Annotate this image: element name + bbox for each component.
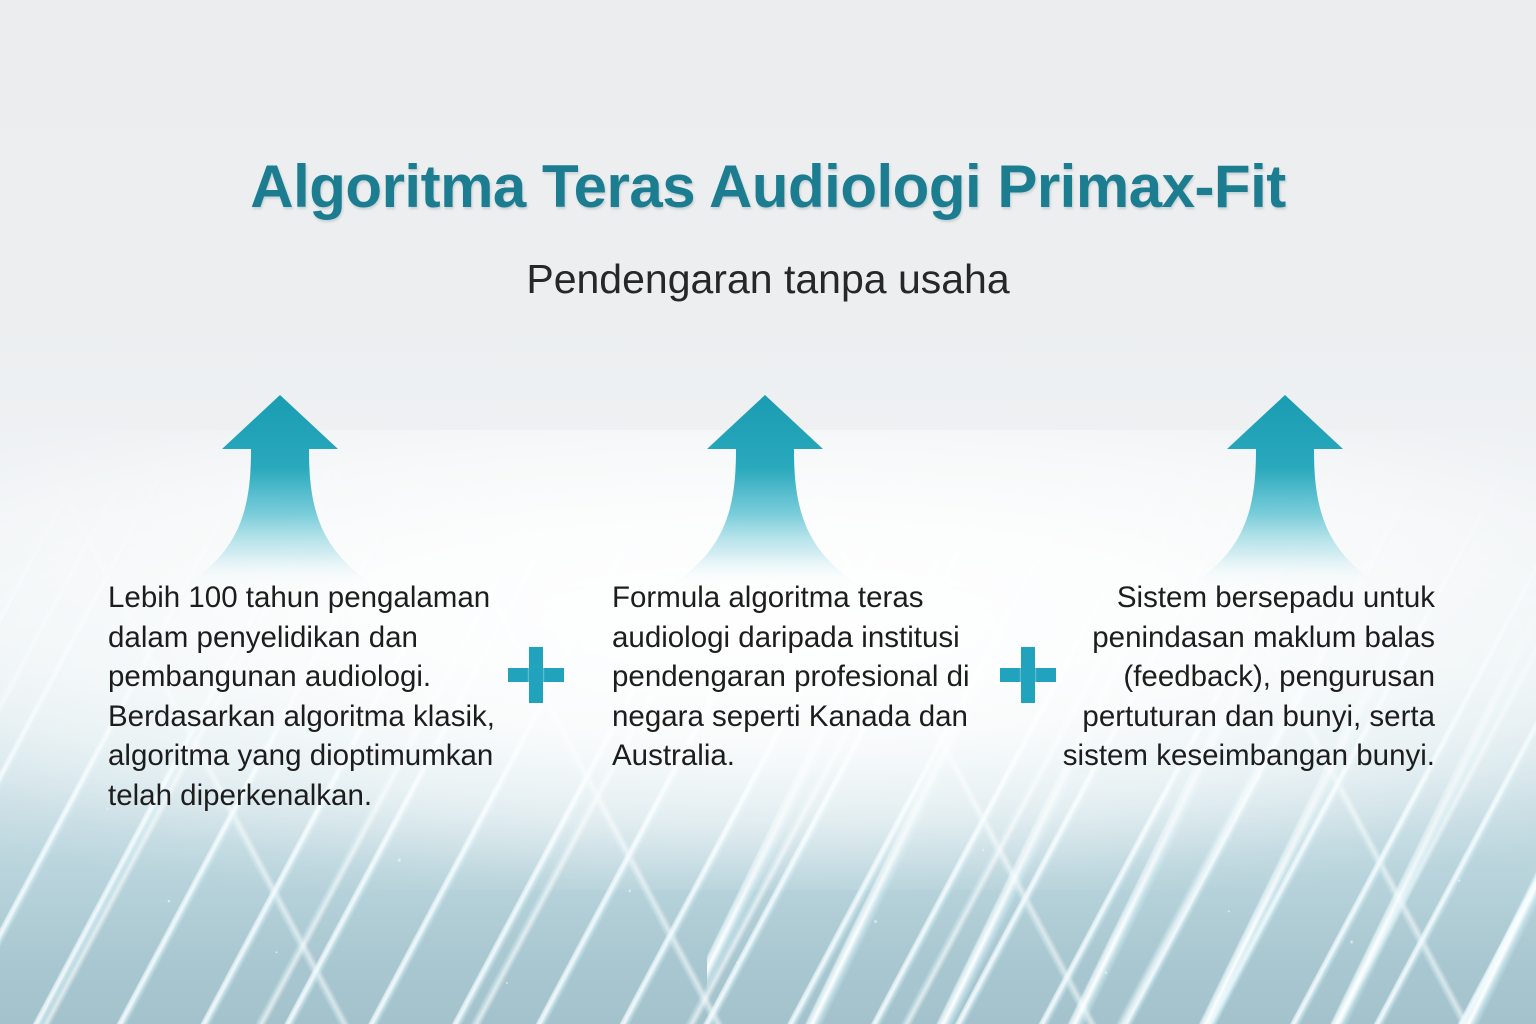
plus-separator-icon-2 [1000, 647, 1056, 703]
plus-bar-vertical [1021, 647, 1035, 703]
page-subtitle: Pendengaran tanpa usaha [526, 256, 1010, 302]
plus-separator-icon-1 [508, 647, 564, 703]
feature-columns: Lebih 100 tahun pengalaman dalam penyeli… [0, 578, 1536, 838]
plus-bar-vertical [529, 647, 543, 703]
feature-column-1-text: Lebih 100 tahun pengalaman dalam penyeli… [108, 581, 495, 812]
feature-column-3-text: Sistem bersepadu untuk penindasan maklum… [1062, 581, 1435, 773]
feature-column-2-text: Formula algoritma teras audiologi daripa… [612, 581, 970, 773]
page-title: Algoritma Teras Audiologi Primax-Fit [250, 153, 1286, 220]
